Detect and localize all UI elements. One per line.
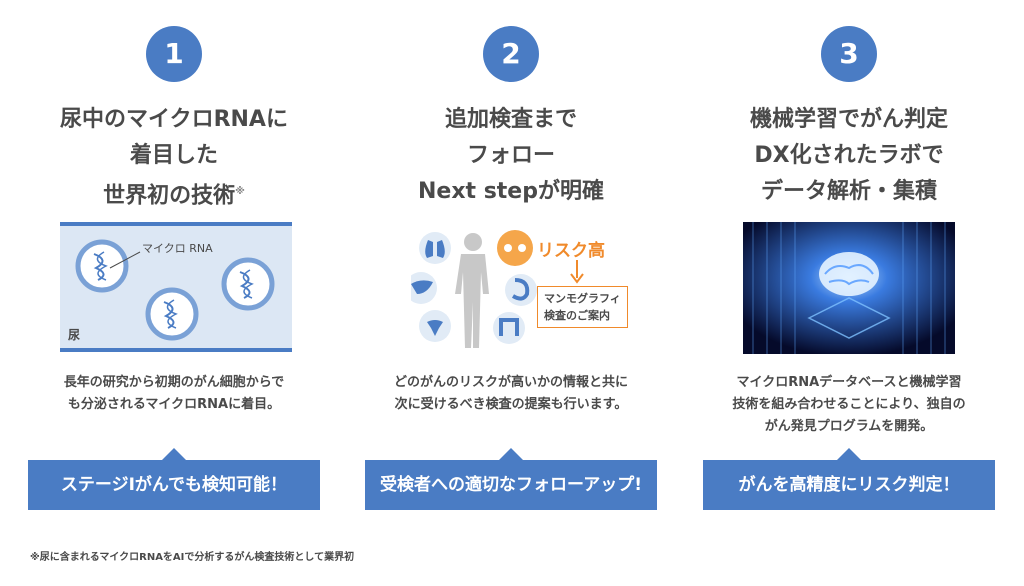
feature-column-2: 2 追加検査まで フォロー Next stepが明確: [365, 0, 657, 520]
desc-line: マイクロRNAデータベースと機械学習: [736, 375, 962, 390]
step-number-badge: 3: [821, 26, 877, 82]
feature-banner: がんを高精度にリスク判定！: [703, 448, 995, 510]
urine-label: 尿: [68, 328, 81, 342]
desc-line: 次に受けるべき検査の提案も行います。: [394, 397, 628, 412]
feature-title: 追加検査まで フォロー Next stepが明確: [365, 102, 657, 210]
ai-brain-image: [743, 222, 955, 354]
feature-column-1: 1 尿中のマイクロRNAに 着目した 世界初の技術※: [28, 0, 320, 520]
urine-mirna-illustration: マイクロ RNA 尿: [60, 222, 292, 352]
uterus-icon: [419, 310, 451, 342]
mirna-label: マイクロ RNA: [142, 242, 213, 255]
digital-brain-graphic: [743, 222, 955, 354]
desc-line: も分泌されるマイクロRNAに着目。: [67, 397, 281, 412]
feature-banner: 受検者への適切なフォローアップ!: [365, 448, 657, 510]
feature-description: 長年の研究から初期のがん細胞からで も分泌されるマイクロRNAに着目。: [28, 372, 320, 416]
feature-title: 機械学習でがん判定 DX化されたラボで データ解析・集積: [703, 102, 995, 210]
mirna-cell-icon: [221, 257, 275, 311]
breast-icon: [497, 230, 533, 266]
desc-line: 長年の研究から初期のがん細胞からで: [63, 375, 285, 390]
risk-followup-illustration: リスク高 マンモグラフィ 検査のご案内: [405, 222, 651, 352]
title-line: 追加検査まで: [444, 107, 577, 132]
mammography-guide-box: マンモグラフィ 検査のご案内: [537, 286, 628, 328]
footnote-mark: ※: [235, 186, 245, 197]
title-line: データ解析・集積: [760, 179, 937, 204]
footnote: ※尿に含まれるマイクロRNAをAIで分析するがん検査技術として業界初: [30, 552, 355, 563]
feature-column-3: 3 機械学習でがん判定 DX化されたラボで データ解析・集積: [703, 0, 995, 520]
title-line: 機械学習でがん判定: [749, 107, 948, 132]
feature-description: マイクロRNAデータベースと機械学習 技術を組み合わせることにより、独自の がん…: [703, 372, 995, 438]
mammo-line: 検査のご案内: [544, 309, 610, 322]
stomach-icon: [505, 274, 537, 306]
title-line: フォロー: [466, 143, 555, 168]
urine-vessel-graphic: [60, 222, 292, 352]
title-line: Next stepが明確: [418, 179, 604, 204]
title-line: 尿中のマイクロRNAに: [60, 107, 288, 132]
desc-line: どのがんのリスクが高いかの情報と共に: [393, 375, 628, 390]
desc-line: がん発見プログラムを開発。: [764, 419, 934, 434]
arrow-down-icon: [570, 260, 584, 284]
title-line: 着目した: [129, 143, 218, 168]
human-body-icon: [455, 233, 489, 348]
colon-icon: [493, 312, 525, 344]
mammo-line: マンモグラフィ: [544, 292, 621, 305]
mirna-cell-icon: [75, 239, 129, 293]
desc-line: 技術を組み合わせることにより、独自の: [732, 397, 966, 412]
lungs-icon: [419, 232, 451, 264]
liver-icon: [405, 272, 437, 304]
mirna-cell-icon: [145, 287, 199, 341]
title-line: 世界初の技術: [103, 183, 236, 209]
step-number-badge: 2: [483, 26, 539, 82]
title-line: DX化されたラボで: [754, 143, 944, 168]
feature-title: 尿中のマイクロRNAに 着目した 世界初の技術※: [28, 102, 320, 214]
feature-description: どのがんのリスクが高いかの情報と共に 次に受けるべき検査の提案も行います。: [365, 372, 657, 416]
feature-banner: ステージⅠがんでも検知可能！: [28, 448, 320, 510]
risk-high-label: リスク高: [537, 241, 605, 261]
body-organs-graphic: [405, 230, 584, 348]
step-number-badge: 1: [146, 26, 202, 82]
